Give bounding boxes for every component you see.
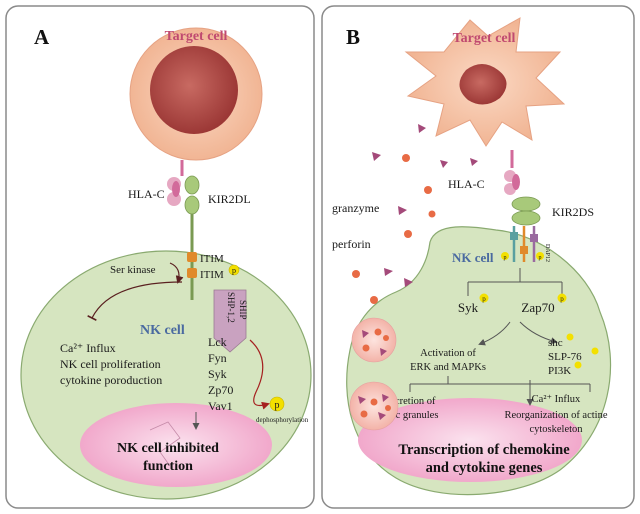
panel-a-letter: A: [34, 25, 50, 49]
transcription-line-1: Transcription of chemokine: [398, 442, 570, 458]
kir2ds-label: KIR2DS: [552, 205, 594, 219]
target-cell-label-b: Target cell: [453, 31, 516, 46]
ser-kinase-arrow: [169, 262, 184, 284]
panel-b-letter: B: [346, 25, 360, 49]
itim-label-2: ITIM: [200, 269, 224, 281]
perforin-label: perforin: [332, 237, 371, 251]
phospho-badge-syk: [479, 293, 489, 303]
phospho-badge-syk-label: p: [482, 295, 486, 303]
outcome-line-2: function: [143, 459, 193, 474]
hla-c-molecule: [167, 160, 184, 206]
reorg-line-1: Reorganization of actine: [504, 410, 607, 421]
phospho-badge-zap70: [557, 293, 567, 303]
arrow-to-adaptors: [519, 321, 558, 345]
lytic-granule-2: [349, 381, 399, 431]
granzyme-label: granzyme: [332, 201, 379, 215]
kinase-list: Lck Fyn Syk Zp70 Vav1: [208, 335, 233, 413]
kinase-fyn: Fyn: [208, 351, 227, 365]
effect-proliferation: NK cell proliferation: [60, 357, 161, 371]
shp-phosphatase: SHP-1,2 SHIP: [213, 289, 248, 353]
hla-c-label: HLA-C: [128, 187, 165, 201]
secretion-line-1: Secretion of: [384, 396, 436, 407]
effector-branch: [409, 376, 591, 392]
phospho-badge-dephos-label: p: [275, 400, 280, 411]
phospho-badge-dap-1-label: p: [504, 255, 507, 261]
target-cell-nucleus-activated: [459, 64, 507, 105]
adaptor-list: shc SLP-76 PI3K: [548, 333, 599, 377]
activation-line-1: Activation of: [420, 348, 476, 359]
arrow-to-erk: [478, 321, 511, 346]
transcription-line-2: and cytokine genes: [426, 460, 543, 476]
phospho-badge-dap-1: [501, 252, 509, 260]
phospho-badge-zap70-label: p: [560, 295, 564, 303]
outcome-line-1: NK cell inhibited: [117, 441, 219, 456]
effect-cytokine: cytokine poroduction: [60, 373, 162, 387]
effects-list: Ca²⁺ Influx NK cell proliferation cytoki…: [60, 341, 162, 387]
panel-a: A Target cell HLA-C KIR2DL ITIM ITIM p: [5, 5, 315, 509]
itim-motif-1: [187, 252, 197, 262]
activation-line-2: ERK and MAPKs: [410, 362, 486, 373]
reorg-line-2: cytoskeleton: [529, 424, 583, 435]
lytic-granule-1: [351, 317, 397, 363]
effect-ca-influx: Ca²⁺ Influx: [60, 341, 116, 355]
shp-label-1: SHP-1,2: [226, 292, 236, 323]
phospho-badge-dap-2: [536, 252, 544, 260]
adaptor-shc: shc: [548, 337, 563, 349]
nk-cell-label: NK cell: [140, 323, 185, 338]
hla-c-molecule-b: [504, 150, 520, 195]
dap12-label: DAP12: [544, 244, 550, 262]
chromatin-sketch: [149, 421, 181, 467]
shp-label-2: SHIP: [238, 300, 248, 320]
granzyme-particles: [372, 124, 478, 287]
phospho-badge-dephos: [269, 396, 285, 412]
nk-cell-nucleus: [80, 403, 272, 487]
adaptor-slp76: SLP-76: [548, 351, 582, 363]
kinase-syk: Syk: [208, 367, 227, 381]
phospho-badge-itim: [228, 264, 240, 276]
hla-c-label-b: HLA-C: [448, 177, 485, 191]
nk-cell-label-b: NK cell: [452, 250, 494, 265]
target-cell-nucleus: [150, 46, 238, 134]
itim-motif-2: [187, 268, 197, 278]
syk-label: Syk: [458, 300, 479, 315]
kinase-zp70: Zp70: [208, 383, 233, 397]
inhibition-line: [87, 281, 183, 321]
panel-b: B Target cell HLA-C KIR2DS NK cell: [321, 5, 635, 509]
kinase-vav1: Vav1: [208, 399, 233, 413]
kir2dl-receptor: [184, 175, 200, 300]
syk-zap70-branch: [467, 268, 563, 296]
kir2ds-receptor: [510, 196, 541, 262]
nk-cell-b-nucleus: [358, 398, 582, 482]
secretion-line-2: lytic granules: [382, 410, 439, 421]
target-cell-label: Target cell: [165, 29, 228, 44]
itim-label-1: ITIM: [200, 253, 224, 265]
perforin-particles: [352, 154, 436, 304]
dephosphorylation-arrow: [249, 339, 270, 410]
phospho-badge-dap-2-label: p: [539, 255, 542, 261]
dephosphorylation-label: dephosphorylation: [256, 416, 309, 424]
adaptor-pi3k: PI3K: [548, 365, 571, 377]
phospho-badge-itim-label: p: [232, 266, 236, 275]
kir2dl-label: KIR2DL: [208, 192, 251, 206]
ca-influx-label: Ca²⁺ Influx: [532, 394, 581, 405]
zap70-label: Zap70: [521, 300, 554, 315]
ser-kinase-label: Ser kinase: [110, 264, 156, 276]
kinase-lck: Lck: [208, 335, 227, 349]
